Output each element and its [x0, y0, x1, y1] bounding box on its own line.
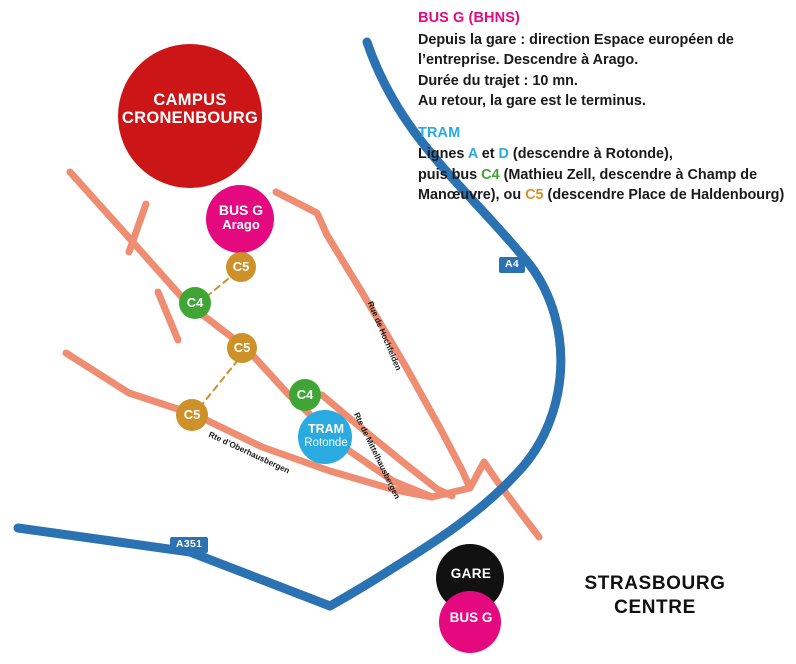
- stop-c4-lower-marker[interactable]: [289, 379, 321, 411]
- road-badge-a351: A351: [170, 537, 209, 553]
- tram-line-c5-badge: C5: [525, 187, 544, 204]
- tram-line2-post: (Mathieu Zell, descendre à Champ de: [499, 166, 758, 183]
- legend-tram-body: Lignes A et D (descendre à Rotonde), pui…: [418, 144, 784, 205]
- legend-bus-body: Depuis la gare : direction Espace europé…: [418, 30, 780, 112]
- campus-cronenbourg-marker[interactable]: [118, 44, 262, 188]
- stop-c5-middle-marker[interactable]: [227, 333, 257, 363]
- legend-bus-heading: BUS G (BHNS): [418, 10, 520, 26]
- dash-upper: [199, 278, 229, 303]
- stop-c4-upper-marker[interactable]: [179, 287, 211, 319]
- local-road-network: [62, 168, 543, 541]
- centre-line-1: STRASBOURG: [584, 573, 726, 594]
- legend-tram-line-2: puis bus C4 (Mathieu Zell, descendre à C…: [418, 165, 780, 185]
- gare-marker[interactable]: [436, 544, 504, 612]
- legend-bus-line-4: Au retour, la gare est le terminus.: [418, 93, 646, 110]
- road-badge-a4: A4: [499, 257, 526, 273]
- road-junction-zig: [428, 458, 543, 541]
- road-hochfelden: [272, 188, 474, 492]
- legend-bus-line-1: Depuis la gare : direction Espace europé…: [418, 31, 734, 48]
- gare-bus-g-marker[interactable]: [439, 591, 501, 653]
- road-spur-middle: [154, 288, 182, 344]
- tram-rotonde-marker[interactable]: [298, 410, 352, 464]
- legend-tram-line-1: Lignes A et D (descendre à Rotonde),: [418, 144, 780, 164]
- legend-tram-line-3: Manœuvre), ou C5 (descendre Place de Hal…: [418, 185, 784, 205]
- legend-tram-heading: TRAM: [418, 124, 461, 141]
- tram-line2-pre: puis bus: [418, 166, 482, 183]
- tram-line-a-badge: A: [467, 146, 478, 163]
- tram-line3-pre: Manœuvre), ou: [418, 187, 526, 204]
- stop-c5-lower-marker[interactable]: [176, 399, 208, 431]
- road-a4: [325, 37, 566, 611]
- centre-line-2: CENTRE: [614, 597, 696, 619]
- stop-c5-upper-marker[interactable]: [226, 252, 256, 282]
- c5-dashed-link: [195, 278, 239, 413]
- tram-line3-post: (descendre Place de Haldenbourg): [543, 187, 785, 204]
- transit-info-legend: BUS G (BHNS) Depuis la gare : direction …: [418, 10, 784, 206]
- tram-line1-pre: Lignes: [418, 146, 468, 163]
- dash-lower: [195, 359, 239, 413]
- tram-line-d-badge: D: [498, 146, 509, 163]
- legend-bus-line-3: Durée du trajet : 10 mn.: [418, 72, 578, 89]
- strasbourg-centre-title: STRASBOURG CENTRE: [540, 572, 770, 621]
- tram-line-c4-badge: C4: [481, 166, 500, 183]
- tram-line1-mid: et: [477, 146, 499, 163]
- tram-line1-post: (descendre à Rotonde),: [508, 146, 673, 163]
- road-sw-lower: [62, 349, 436, 501]
- road-spur-upper: [125, 200, 150, 256]
- legend-bus-line-2: l’entreprise. Descendre à Arago.: [418, 52, 639, 69]
- bus-g-arago-marker[interactable]: [206, 185, 274, 253]
